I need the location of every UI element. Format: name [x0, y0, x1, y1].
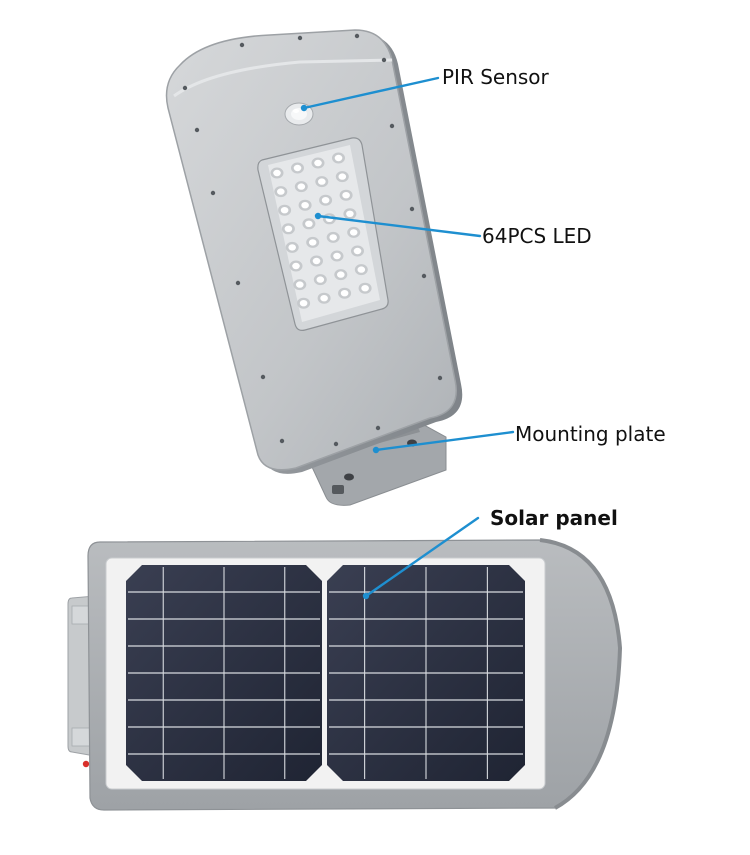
- solar-panel-illustration: [67, 538, 623, 811]
- indicator-led: [82, 760, 90, 768]
- led-chip-lens: [284, 225, 293, 232]
- led-module: [257, 137, 389, 331]
- led-chip-lens: [296, 281, 304, 288]
- pir-sensor-label: PIR Sensor: [442, 65, 549, 89]
- mounting-plate-hole-left: [344, 473, 354, 481]
- led-chip-lens: [329, 234, 338, 241]
- led-chip-lens: [312, 257, 321, 265]
- led-chip-lens: [301, 202, 309, 209]
- led-chip-lens: [277, 188, 285, 195]
- led-chip-lens: [280, 207, 289, 214]
- led-chip-lens: [334, 154, 343, 162]
- led-chip-lens: [346, 210, 354, 217]
- led-chip-lens: [337, 271, 345, 278]
- led-chip-lens: [316, 276, 325, 283]
- led-chip-lens: [357, 266, 366, 273]
- led-chip-lens: [308, 239, 317, 246]
- led-chip-lens: [297, 183, 306, 190]
- led-chip-lens: [314, 159, 322, 167]
- led-chip-lens: [305, 220, 313, 227]
- housing-screws: [182, 33, 443, 447]
- cell-grid-lines: [128, 567, 523, 779]
- led-chip-lens: [349, 229, 358, 236]
- led-chip-lens: [293, 164, 302, 172]
- leader-lines: [302, 76, 515, 598]
- leader-line-solar: [364, 516, 480, 598]
- led-chip-lens: [292, 262, 300, 270]
- led-chip-lens: [353, 247, 362, 255]
- led-chip-lens: [340, 290, 349, 297]
- led-chip-lens: [342, 192, 350, 199]
- led-label: 64PCS LED: [482, 224, 592, 248]
- led-chip-lens: [333, 252, 341, 260]
- led-chip-lens: [321, 197, 330, 204]
- led-chip-lens: [318, 178, 326, 185]
- led-grid: [270, 152, 372, 309]
- led-chip-lens: [299, 300, 308, 307]
- street-lamp-illustration: [165, 29, 463, 506]
- led-chip-lens: [288, 244, 297, 251]
- led-chip-lens: [338, 173, 347, 180]
- led-chip-lens: [273, 169, 281, 177]
- led-chip-lens: [320, 295, 328, 302]
- solar-panel-label: Solar panel: [490, 506, 618, 530]
- leader-line-mounting: [374, 430, 515, 452]
- leader-line-pir: [302, 76, 440, 110]
- mounting-plate-label: Mounting plate: [515, 422, 666, 446]
- leader-line-led: [316, 214, 482, 238]
- led-chip-lens: [361, 285, 369, 292]
